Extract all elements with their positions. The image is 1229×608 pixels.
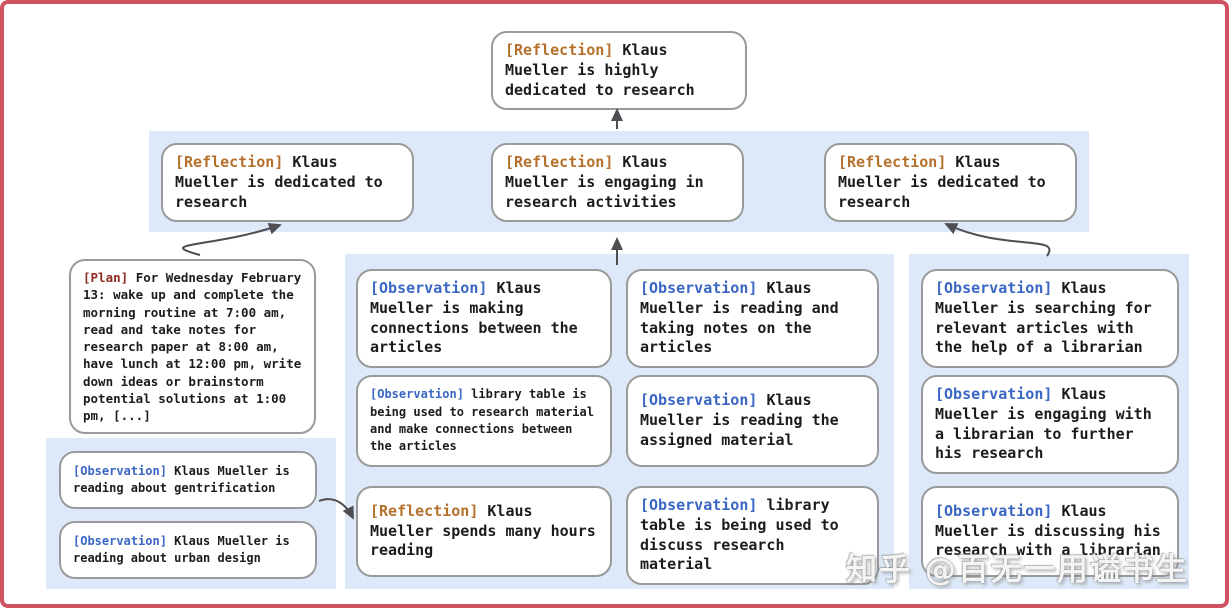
node-observation-gentrification: [Observation] Klaus Mueller is reading a…	[59, 451, 317, 509]
observation-tag: [Observation]	[935, 279, 1053, 297]
observation-tag: [Observation]	[640, 391, 758, 410]
observation-tag: [Observation]	[935, 501, 1053, 520]
observation-tag: [Observation]	[73, 463, 167, 478]
node-text: Klaus Mueller is highly dedicated to res…	[505, 41, 695, 99]
observation-tag: [Observation]	[935, 385, 1053, 403]
node-observation-library-table-research: [Observation] library table is being use…	[356, 375, 612, 467]
node-reflection-root: [Reflection] Klaus Mueller is highly ded…	[491, 31, 747, 111]
node-text: Klaus Mueller is reading and taking note…	[640, 279, 839, 357]
node-observation-taking-notes: [Observation] Klaus Mueller is reading a…	[626, 269, 879, 369]
node-text: Klaus Mueller is searching for relevant …	[935, 279, 1152, 357]
node-text: Klaus Mueller is engaging with a librari…	[935, 385, 1152, 463]
node-observation-urban-design: [Observation] Klaus Mueller is reading a…	[59, 521, 317, 579]
node-observation-library-table-discuss: [Observation] library table is being use…	[626, 486, 879, 586]
observation-tag: [Observation]	[640, 279, 758, 297]
observation-tag: [Observation]	[73, 533, 167, 548]
node-observation-assigned-material: [Observation] Klaus Mueller is reading t…	[626, 375, 879, 467]
node-text: Klaus Mueller spends many hours reading	[370, 501, 596, 560]
node-text: library table is being used to discuss r…	[640, 496, 839, 574]
reflection-tag: [Reflection]	[370, 501, 479, 520]
plan-tag: [Plan]	[83, 270, 129, 285]
observation-tag: [Observation]	[640, 496, 758, 514]
node-text: Klaus Mueller is engaging in research ac…	[505, 153, 704, 211]
node-text: For Wednesday February 13: wake up and c…	[83, 270, 302, 423]
node-observation-discussing-research: [Observation] Klaus Mueller is discussin…	[921, 486, 1179, 577]
reflection-tag: [Reflection]	[505, 153, 614, 171]
reflection-tag: [Reflection]	[838, 153, 947, 171]
node-reflection-hours-reading: [Reflection] Klaus Mueller spends many h…	[356, 486, 612, 577]
node-text: Klaus Mueller is reading the assigned ma…	[640, 391, 839, 449]
reflection-tag: [Reflection]	[505, 41, 614, 59]
node-observation-engaging-librarian: [Observation] Klaus Mueller is engaging …	[921, 375, 1179, 475]
node-text: Klaus Mueller is dedicated to research	[175, 153, 383, 211]
node-text: Klaus Mueller is making connections betw…	[370, 279, 578, 357]
reflection-tag: [Reflection]	[175, 153, 284, 171]
node-text: Klaus Mueller is reading about urban des…	[73, 533, 290, 565]
node-reflection-1: [Reflection] Klaus Mueller is dedicated …	[161, 143, 414, 223]
node-text: Klaus Mueller is reading about gentrific…	[73, 463, 290, 495]
node-reflection-3: [Reflection] Klaus Mueller is dedicated …	[824, 143, 1077, 223]
node-observation-searching-articles: [Observation] Klaus Mueller is searching…	[921, 269, 1179, 369]
watermark-text: 知乎 @百无一用谥书生	[846, 552, 1189, 588]
node-text: Klaus Mueller is dedicated to research	[838, 153, 1046, 211]
node-observation-making-connections: [Observation] Klaus Mueller is making co…	[356, 269, 612, 369]
observation-tag: [Observation]	[370, 387, 464, 402]
node-plan: [Plan] For Wednesday February 13: wake u…	[69, 259, 316, 435]
node-text: Klaus Mueller is discussing his research…	[935, 501, 1161, 560]
node-text: library table is being used to research …	[370, 387, 594, 454]
node-reflection-2: [Reflection] Klaus Mueller is engaging i…	[491, 143, 744, 223]
observation-tag: [Observation]	[370, 279, 488, 297]
